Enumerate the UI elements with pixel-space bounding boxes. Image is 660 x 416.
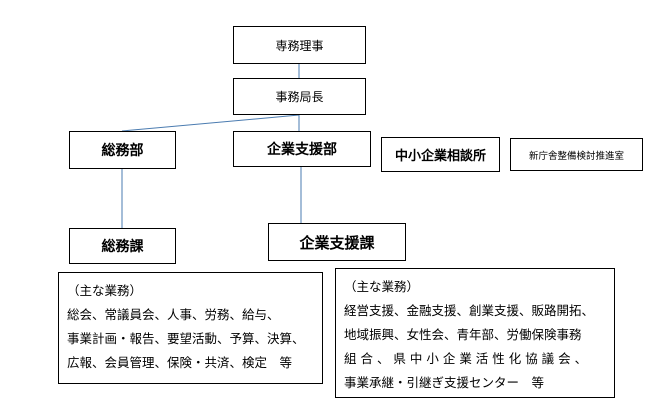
duties-right-line-1: 経営支援、金融支援、創業支援、販路開拓、	[344, 303, 595, 318]
somubu-label: 総務部	[101, 143, 144, 159]
duties-left-line-3: 広報、会員管理、保険・共済、検定 等	[67, 355, 293, 370]
somuka-label: 総務課	[101, 239, 144, 255]
senmu-riji-box: 専務理事	[233, 26, 366, 64]
somuka-box: 総務課	[69, 228, 176, 264]
kigyoshienbu-box: 企業支援部	[233, 131, 371, 167]
duties-left-line-2: 事業計画・報告、要望活動、予算、決算、	[67, 331, 305, 346]
shinchosha-label: 新庁舎整備検討推進室	[528, 150, 624, 162]
chusho-sodansho-label: 中小企業相談所	[394, 149, 486, 164]
jimukyokucho-box: 事務局長	[233, 78, 366, 115]
jimukyokucho-label: 事務局長	[275, 90, 324, 104]
senmu-riji-label: 専務理事	[275, 38, 324, 53]
shinchosha-box: 新庁舎整備検討推進室	[510, 138, 643, 171]
somubu-box: 総務部	[69, 131, 176, 169]
duties-right-line-3: 組 合 、 県 中 小 企 業 活 性 化 協 議 会 、	[344, 351, 588, 366]
duties-left-heading: （主な業務）	[67, 283, 143, 298]
duties-right-line-4: 事業承継・引継ぎ支援センター 等	[344, 375, 545, 390]
duties-left-line-1: 総会、常議員会、人事、労務、給与、	[67, 307, 280, 322]
duties-right-box: （主な業務） 経営支援、金融支援、創業支援、販路開拓、 地域振興、女性会、青年部…	[335, 268, 615, 398]
chusho-sodansho-box: 中小企業相談所	[381, 137, 500, 172]
connector-jimukyokucho-somubu	[121, 114, 300, 132]
duties-right-line-2: 地域振興、女性会、青年部、労働保険事務	[344, 327, 582, 342]
kigyoshienka-label: 企業支援課	[299, 233, 375, 252]
kigyoshienbu-label: 企業支援部	[267, 142, 337, 158]
duties-left-box: （主な業務） 総会、常議員会、人事、労務、給与、 事業計画・報告、要望活動、予算…	[58, 272, 323, 384]
kigyoshienka-box: 企業支援課	[268, 223, 406, 261]
duties-right-heading: （主な業務）	[344, 279, 420, 294]
